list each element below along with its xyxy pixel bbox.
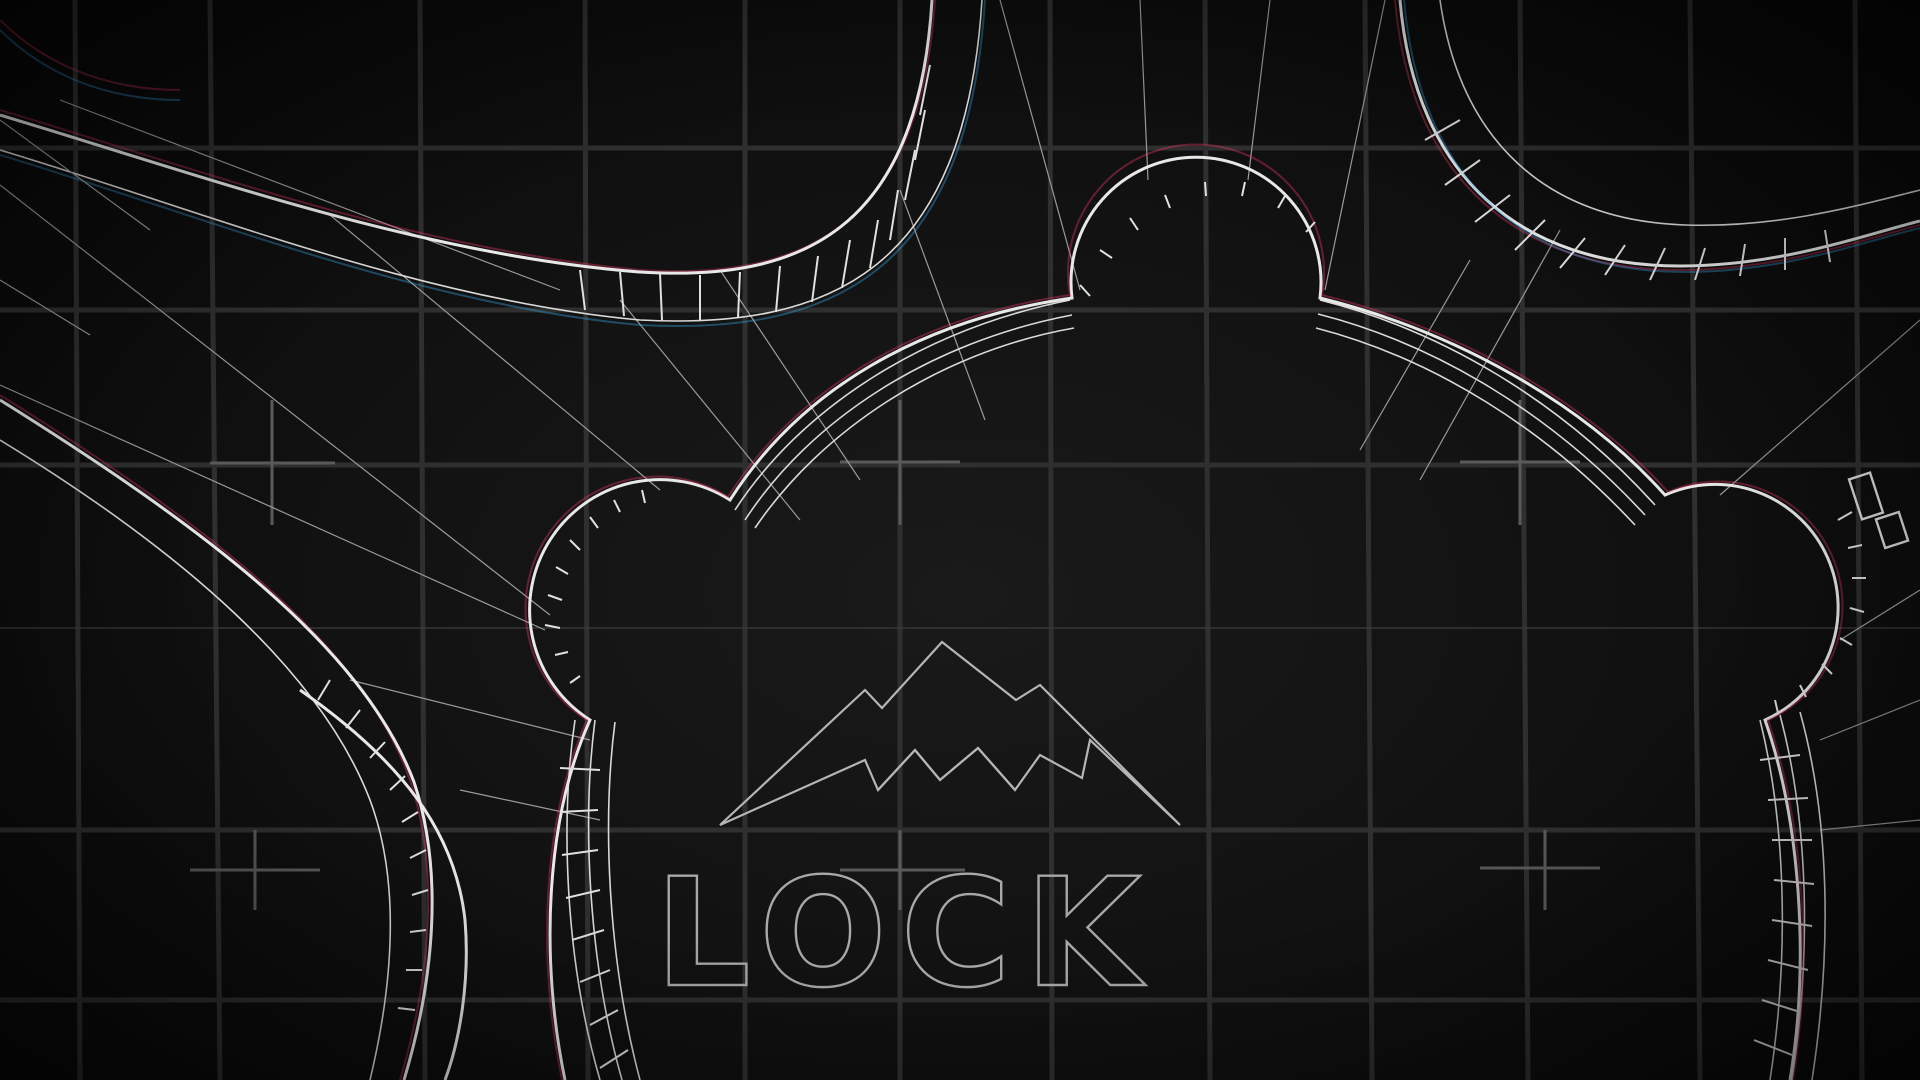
wordmark-text: LOCK — [655, 847, 1155, 1005]
gear-wireframe-icon — [1394, 0, 1920, 281]
gear-wireframe-icon — [0, 394, 468, 1080]
gear-wireframe-icon — [0, 0, 986, 327]
brand-wordmark: LOCK — [654, 846, 1155, 1005]
mountain-lightning-icon — [719, 640, 1181, 827]
